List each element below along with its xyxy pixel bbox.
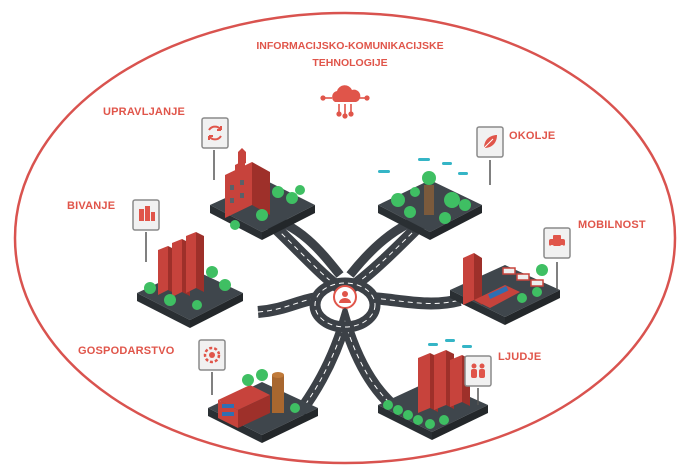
tile-upravljanje [201,117,315,240]
leaf-icon [483,135,497,149]
recycle-cycle-icon [208,125,222,141]
tile-okolje [378,126,504,240]
label-upravljanje: UPRAVLJANJE [103,106,186,118]
outer-ellipse [13,11,677,465]
vehicle-icon [549,235,565,249]
buildings-icon [139,206,155,221]
label-bivanje: BIVANJE [67,200,116,212]
label-okolje: OKOLJE [509,130,556,142]
people-icon [471,363,485,378]
label-gospodarstvo: GOSPODARSTVO [78,345,175,357]
label-ljudje: LJUDJE [498,351,542,363]
title-line-2: TEHNOLOGIJE [312,57,388,69]
title-line-1: INFORMACIJSKO-KOMUNIKACIJSKE [256,40,444,52]
gear-money-icon [203,346,221,364]
cloud-network-icon [320,85,370,119]
tile-bivanje [132,199,243,328]
tile-mobilnost [450,227,571,325]
diagram-title: INFORMACIJSKO-KOMUNIKACIJSKE TEHNOLOGIJE [200,38,500,72]
person-hub-icon [333,285,357,317]
tile-gospodarstvo [198,339,318,443]
tile-ljudje [378,339,492,440]
label-mobilnost: MOBILNOST [578,219,646,231]
